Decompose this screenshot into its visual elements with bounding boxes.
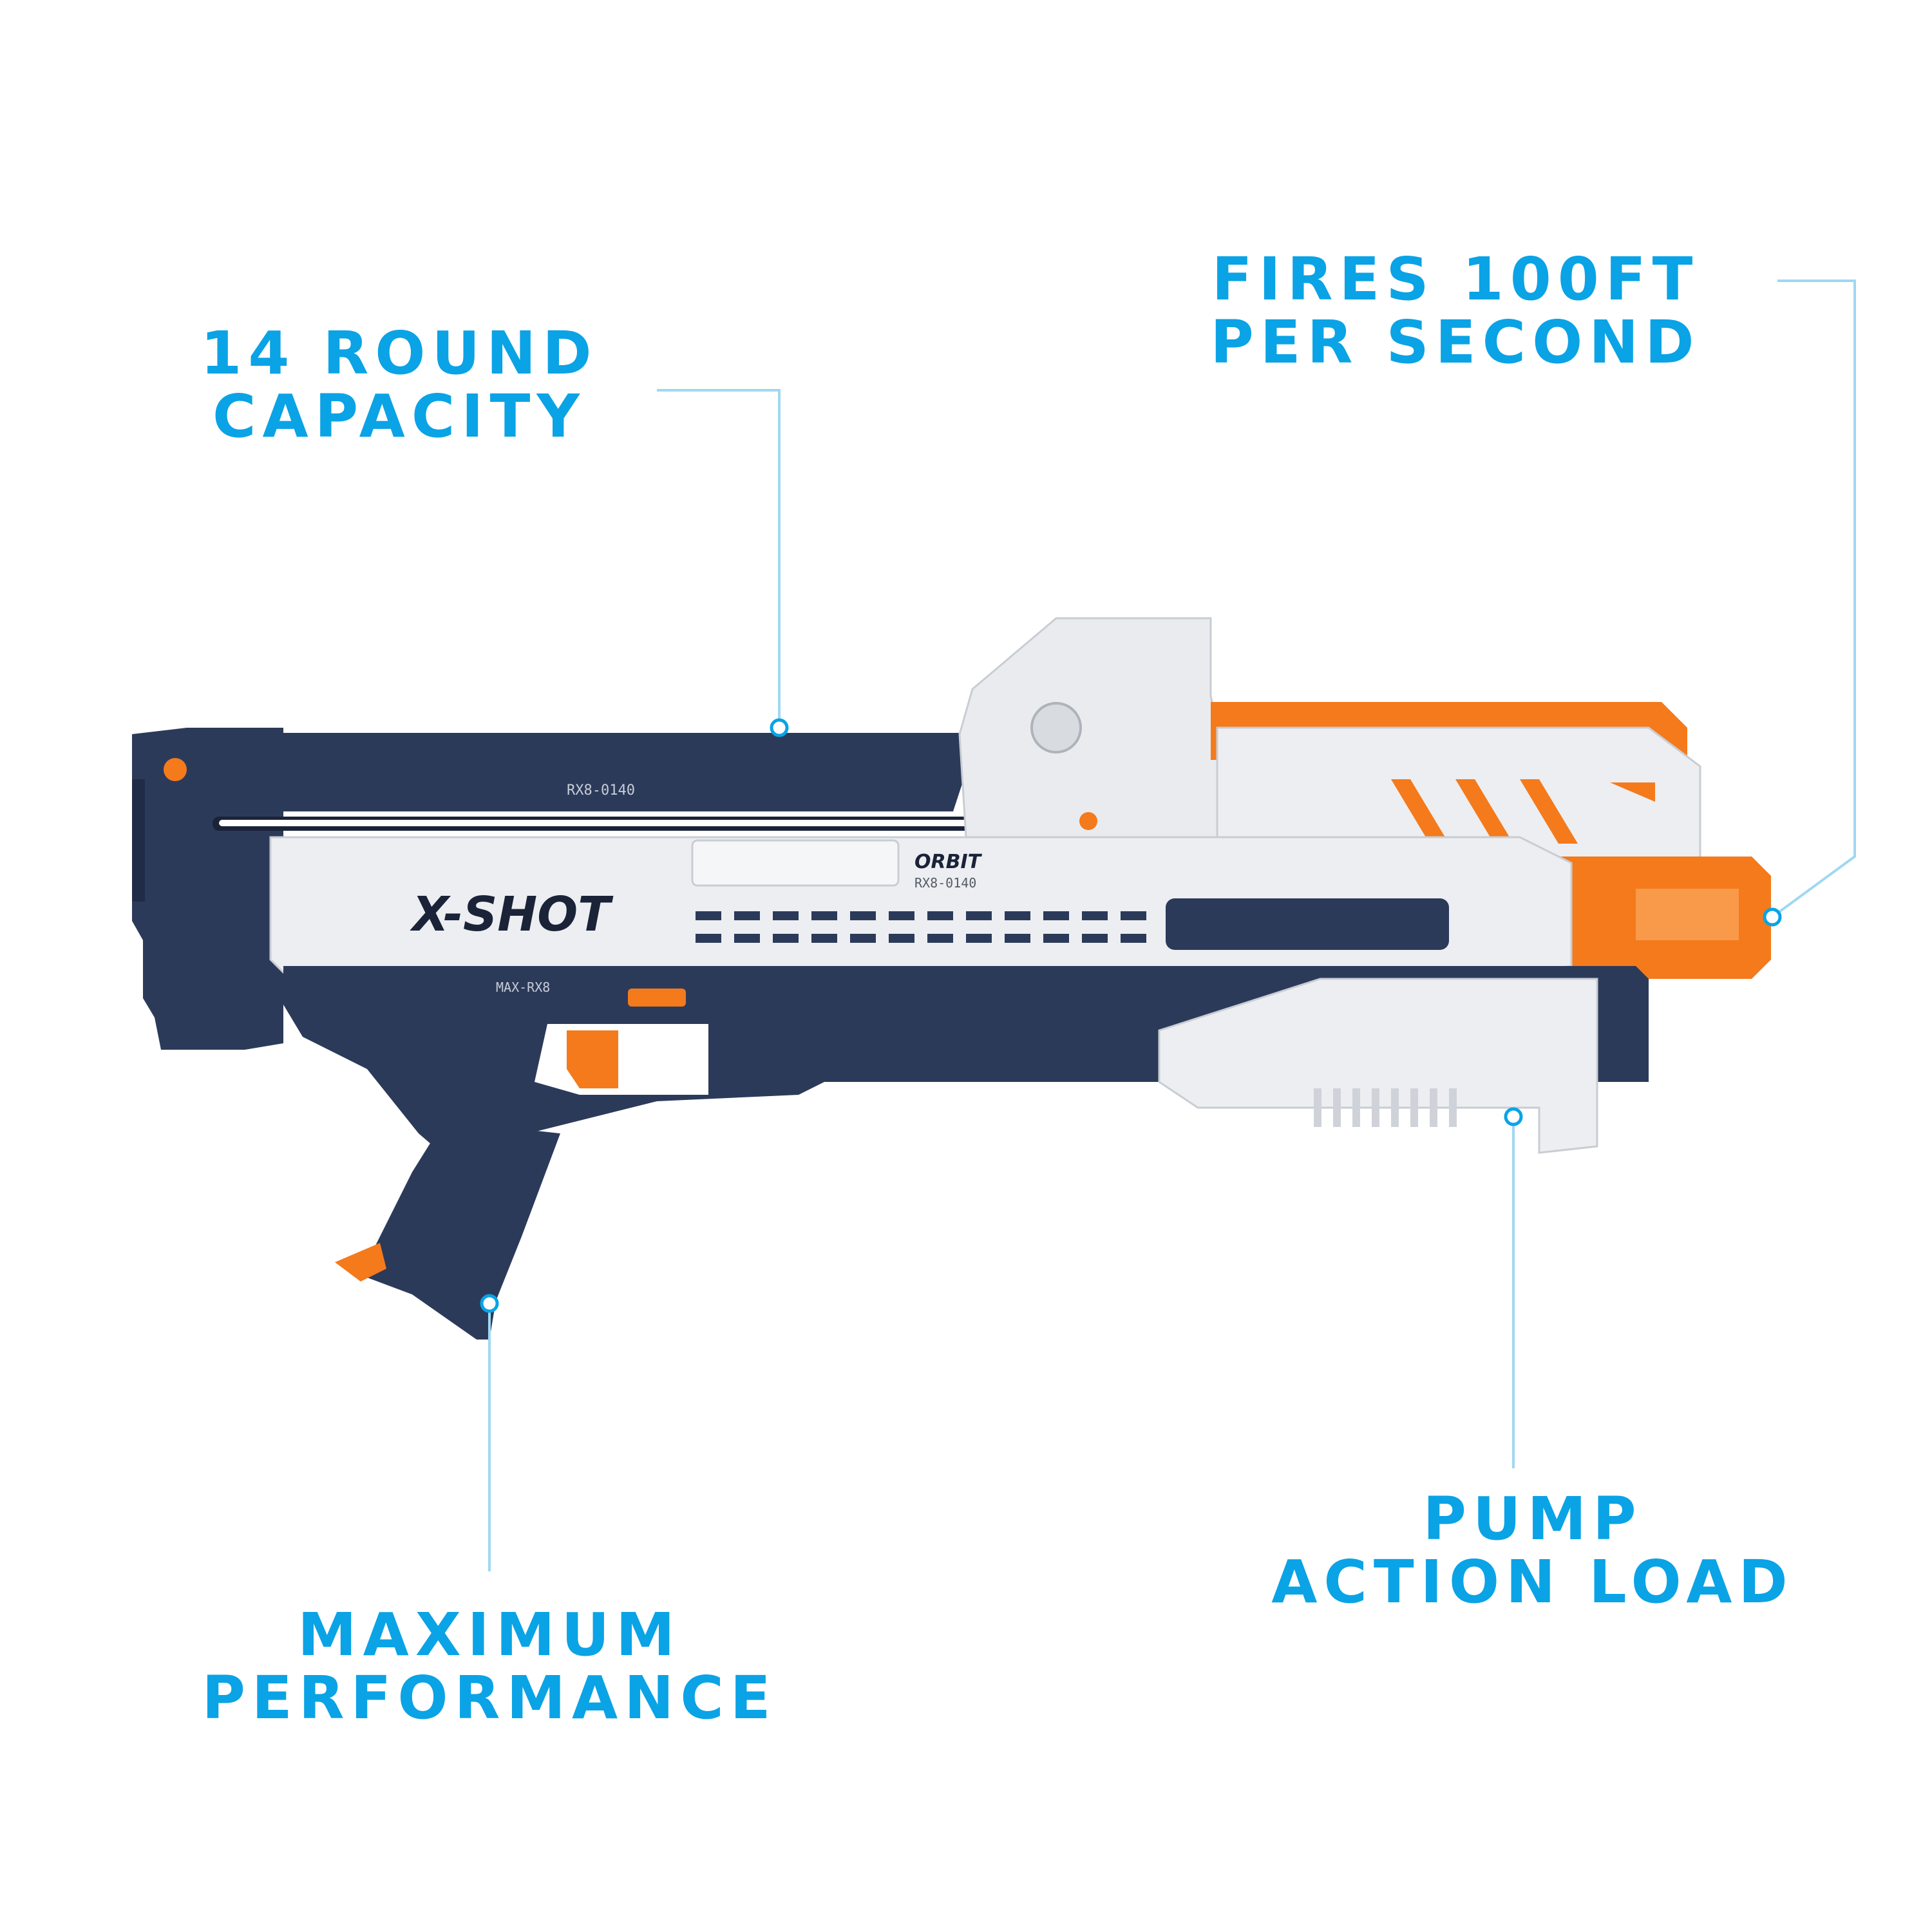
callout-capacity: 14 ROUND CAPACITY [148,322,650,448]
callout-performance-line2: PERFORMANCE [202,1663,777,1732]
warning-label: MAX-RX8 [496,980,550,995]
grip-orange-tab [335,1243,386,1282]
top-rail-slot-inner [219,820,1075,826]
callout-pump-line2: ACTION LOAD [1271,1547,1794,1616]
pump-grip-ridges [1314,1088,1457,1127]
vent-stripes [1391,779,1655,844]
barrel-code: RX8-0140 [567,782,635,799]
model-name: ORBIT [914,851,983,873]
barrel-tip-highlight [1636,889,1739,940]
frame-orange-pin [1079,812,1097,830]
safety-switch [628,989,686,1007]
leader-capacity [657,389,781,726]
callout-performance: MAXIMUM PERFORMANCE [116,1604,863,1729]
leader-performance-dot [480,1294,499,1313]
callout-velocity: FIRES 100FT PER SECOND [1146,248,1765,374]
callout-pump: PUMP ACTION LOAD [1198,1488,1868,1613]
sight-dial [1030,702,1082,753]
leader-velocity [1776,279,1856,914]
leader-pump-dot [1504,1107,1523,1126]
callout-capacity-line2: CAPACITY [212,381,587,451]
rear-stock [132,728,283,1050]
accessory-rail [1166,898,1449,950]
stock-orange-pin [164,758,187,781]
leader-capacity-dot [770,718,789,737]
callout-performance-line1: MAXIMUM [298,1600,681,1669]
brand-logo: X-SHOT [410,887,614,942]
pump-handle [1158,978,1598,1154]
top-rail [270,733,979,811]
stock-grip-texture [132,779,145,902]
callout-pump-line1: PUMP [1423,1484,1643,1553]
callout-velocity-line1: FIRES 100FT [1211,245,1700,314]
side-vent-dashes [696,911,1146,943]
trigger [567,1030,618,1088]
model-code: RX8-0140 [914,875,976,891]
top-vent-panel [691,839,900,887]
leader-velocity-dot [1763,907,1782,927]
callout-capacity-line1: 14 ROUND [200,319,598,388]
callout-velocity-line2: PER SECOND [1210,307,1701,377]
pistol-grip [361,1121,560,1340]
